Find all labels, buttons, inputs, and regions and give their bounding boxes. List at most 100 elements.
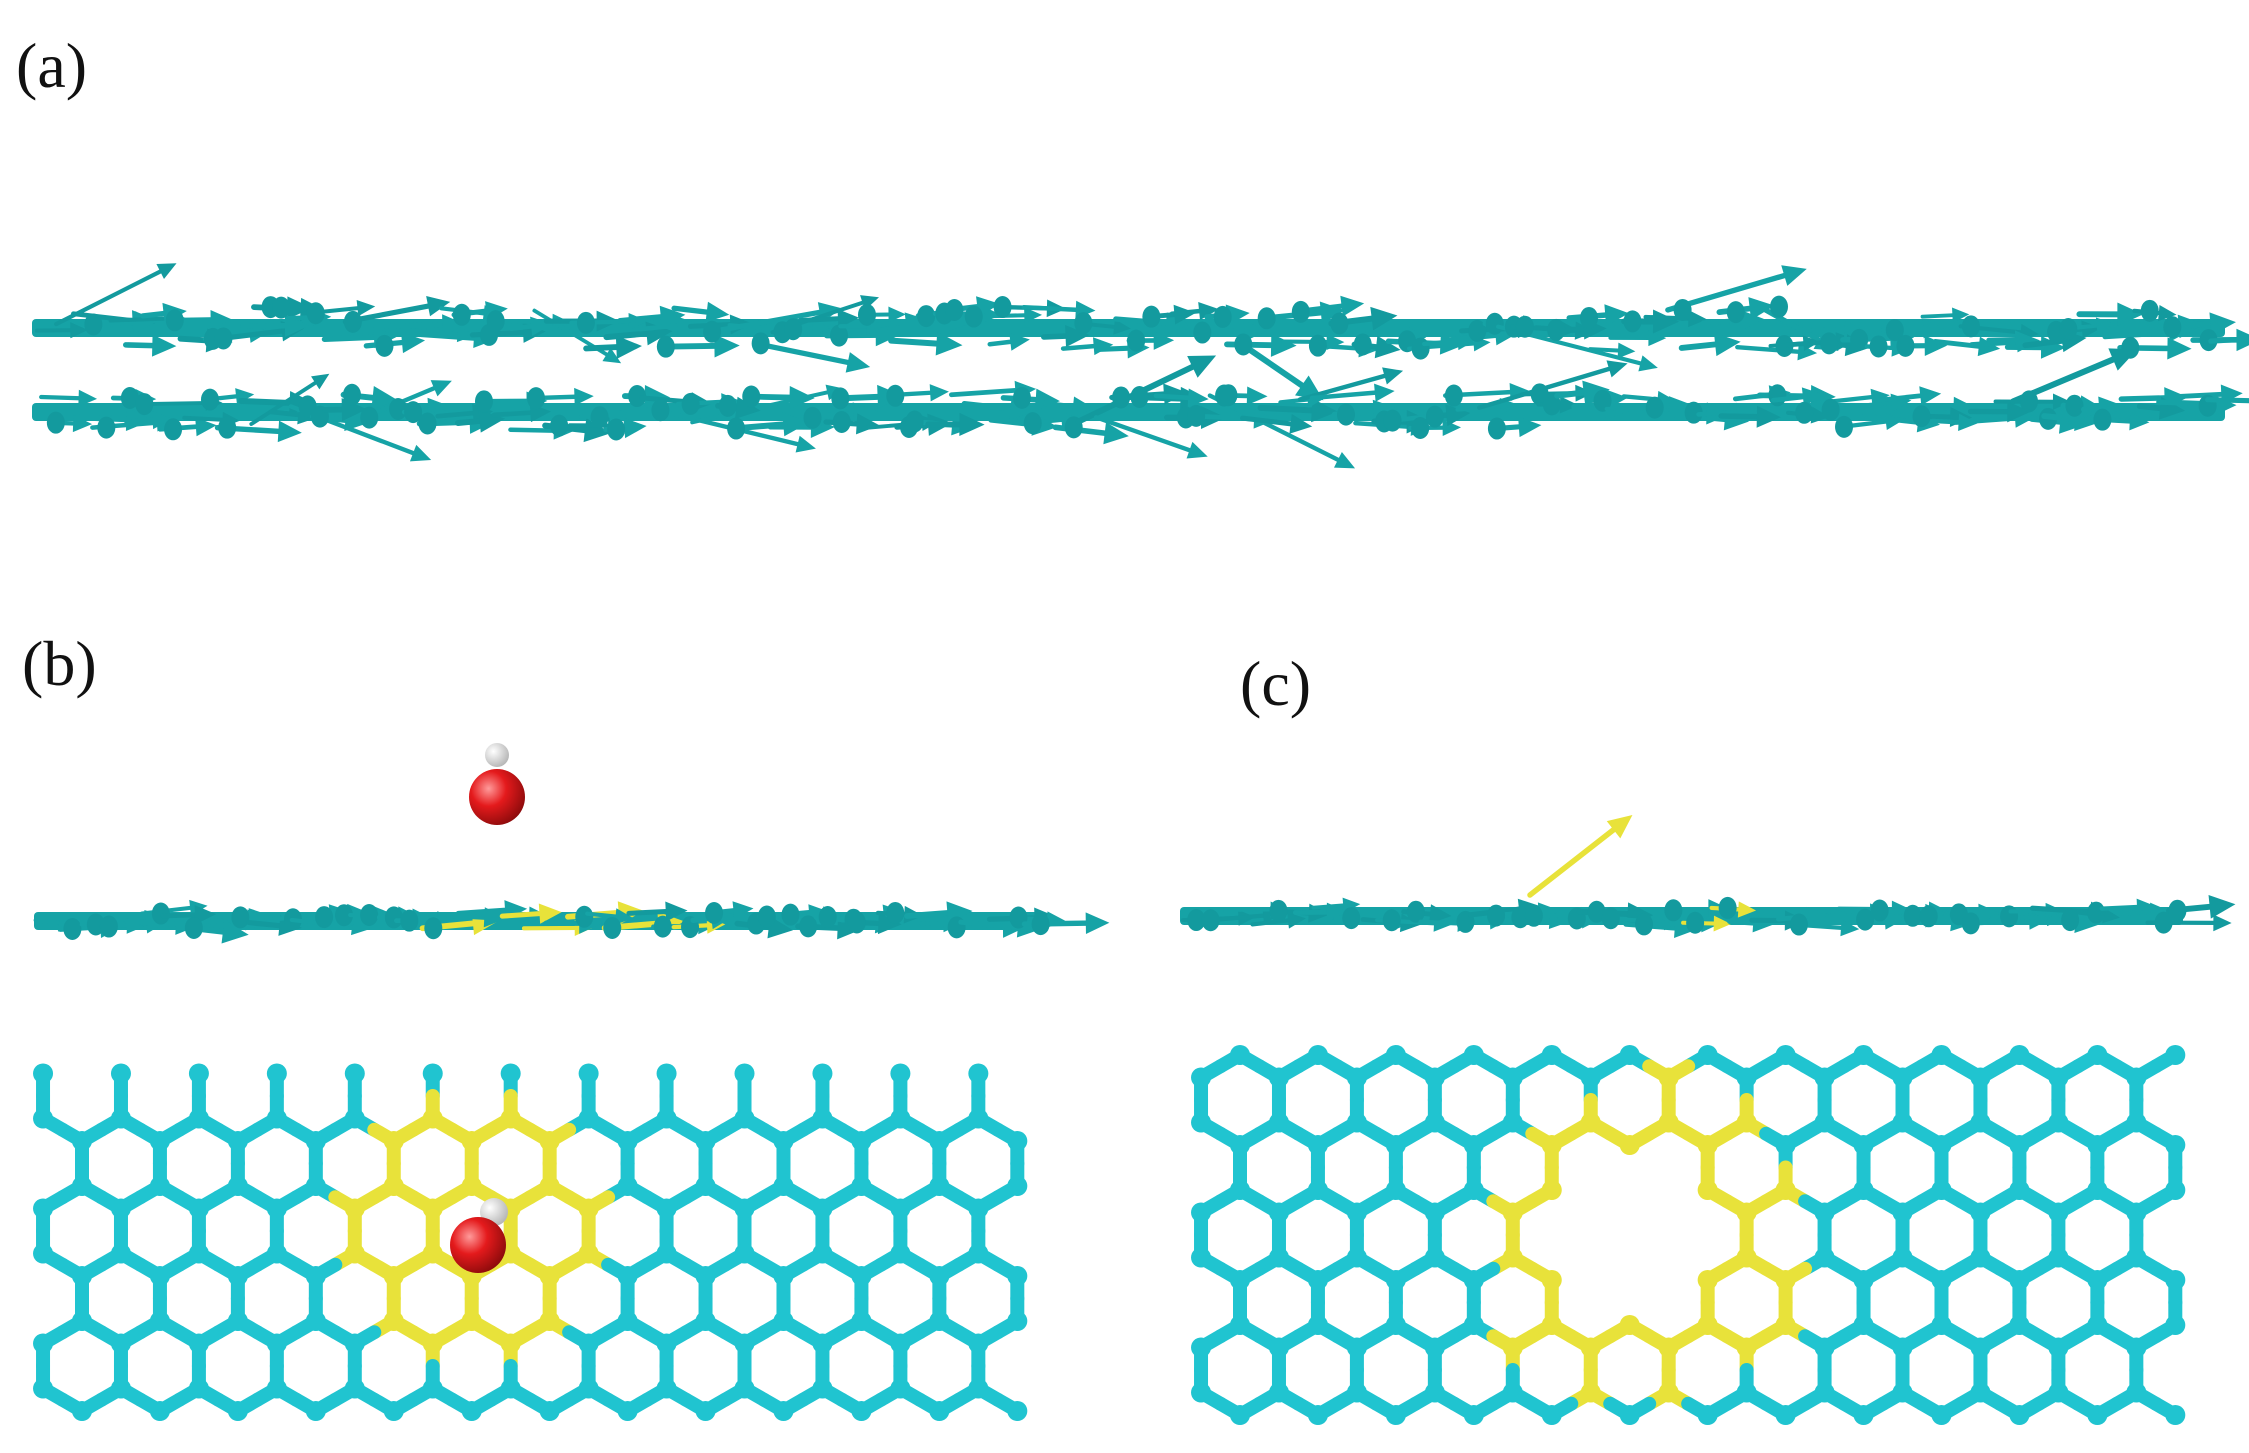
vector-arrow-icon (617, 305, 686, 329)
carbon-atom-icon (384, 906, 403, 929)
carbon-atom-icon (1230, 1315, 1250, 1335)
carbon-atom-icon (63, 917, 82, 940)
carbon-atom-icon (1142, 305, 1161, 328)
carbon-atom-icon (1191, 1202, 1212, 1223)
carbon-atom-icon (33, 1108, 54, 1129)
panel-b-top-view (33, 1063, 1028, 1421)
carbon-atom-icon (890, 1108, 911, 1129)
carbon-atom-icon (1074, 312, 1093, 335)
carbon-atom-icon (1814, 1112, 1835, 1133)
carbon-atom-icon (1219, 384, 1238, 407)
carbon-atom-icon (1961, 315, 1980, 338)
carbon-atom-icon (306, 302, 325, 325)
carbon-atom-icon (1645, 396, 1664, 419)
carbon-atom-icon (1487, 904, 1506, 927)
carbon-atom-icon (1463, 1270, 1484, 1290)
carbon-atom-icon (917, 305, 936, 328)
carbon-atom-icon (656, 335, 675, 358)
carbon-atom-icon (344, 1378, 365, 1399)
carbon-atom-icon (400, 909, 419, 932)
carbon-atom-icon (184, 916, 203, 939)
carbon-atom-icon (2009, 1315, 2030, 1335)
carbon-atom-icon (2048, 1067, 2069, 1088)
carbon-atom-icon (383, 1266, 404, 1286)
carbon-atom-icon (149, 1401, 170, 1421)
vector-arrow-icon (1093, 415, 1208, 459)
carbon-atom-icon (461, 1311, 482, 1331)
carbon-atom-icon (1736, 1067, 1757, 1088)
vector-arrow-icon (626, 901, 688, 922)
carbon-atom-icon (695, 1401, 716, 1421)
carbon-atom-icon (200, 388, 219, 411)
carbon-atom-icon (461, 1176, 482, 1196)
carbon-atom-icon (818, 906, 837, 929)
carbon-atom-icon (681, 392, 700, 415)
carbon-atom-icon (135, 393, 154, 416)
carbon-atom-icon (1579, 306, 1598, 329)
carbon-atom-icon (812, 1108, 833, 1129)
carbon-atom-icon (1230, 1045, 1250, 1065)
vector-arrow-icon (1035, 396, 1095, 417)
carbon-atom-icon (2126, 1067, 2147, 1088)
carbon-atom-icon (110, 1378, 131, 1399)
carbon-atom-icon (1593, 389, 1612, 412)
carbon-atom-icon (803, 406, 822, 429)
carbon-atom-icon (578, 1108, 599, 1129)
carbon-atom-icon (1850, 328, 1869, 351)
carbon-atom-icon (929, 1131, 950, 1151)
carbon-atom-icon (1541, 1135, 1562, 1155)
carbon-atom-icon (2048, 1382, 2069, 1403)
carbon-atom-icon (1619, 1135, 1640, 1155)
carbon-atom-icon (418, 412, 437, 435)
carbon-atom-icon (1187, 404, 1206, 427)
carbon-atom-icon (1697, 1045, 1718, 1065)
carbon-atom-icon (1257, 307, 1276, 330)
carbon-atom-icon (945, 298, 964, 321)
carbon-atom-icon (1191, 1247, 1212, 1268)
carbon-atom-icon (1307, 1135, 1328, 1155)
carbon-atom-icon (607, 418, 626, 441)
carbon-atom-icon (1892, 1067, 1913, 1088)
carbon-atom-icon (1541, 1270, 1562, 1290)
carbon-atom-icon (617, 1176, 638, 1196)
carbon-atom-icon (1230, 1135, 1250, 1155)
carbon-atom-icon (33, 1333, 54, 1354)
carbon-atom-icon (2009, 1135, 2030, 1155)
carbon-atom-icon (1336, 403, 1355, 426)
carbon-atom-icon (1835, 415, 1854, 438)
carbon-atom-icon (1658, 1337, 1679, 1358)
vector-arrow-icon (1153, 388, 1209, 408)
carbon-atom-icon (1547, 318, 1566, 341)
carbon-atom-icon (1463, 1135, 1484, 1155)
carbon-atom-icon (500, 1063, 521, 1084)
vector-arrow-icon (583, 335, 642, 359)
carbon-atom-icon (1970, 1247, 1991, 1268)
carbon-atom-icon (1424, 1067, 1445, 1088)
vector-arrow-icon (1967, 401, 2031, 423)
carbon-atom-icon (1007, 1401, 1028, 1421)
carbon-atom-icon (1635, 913, 1654, 936)
vector-arrow-icon (1257, 398, 1338, 423)
honeycomb-lattice-c (1191, 1045, 2186, 1425)
carbon-atom-icon (968, 1378, 989, 1399)
carbon-atom-icon (461, 1401, 482, 1421)
carbon-atom-icon (2087, 1315, 2108, 1335)
carbon-atom-icon (1853, 1270, 1874, 1290)
carbon-atom-icon (773, 1176, 794, 1196)
carbon-atom-icon (1330, 312, 1349, 335)
panel-b-side-view (33, 743, 1110, 944)
carbon-atom-icon (1853, 1135, 1874, 1155)
carbon-atom-icon (705, 901, 724, 924)
carbon-atom-icon (968, 1063, 989, 1084)
carbon-atom-icon (389, 397, 408, 420)
carbon-atom-icon (342, 383, 361, 406)
carbon-atom-icon (1769, 295, 1788, 318)
carbon-atom-icon (539, 1311, 560, 1331)
panel-label-a: (a) (16, 30, 88, 101)
carbon-atom-icon (831, 387, 850, 410)
carbon-atom-icon (1775, 1405, 1796, 1425)
carbon-atom-icon (734, 1108, 755, 1129)
carbon-atom-icon (266, 1063, 287, 1084)
carbon-atom-icon (2126, 1247, 2147, 1268)
carbon-atom-icon (272, 296, 291, 319)
